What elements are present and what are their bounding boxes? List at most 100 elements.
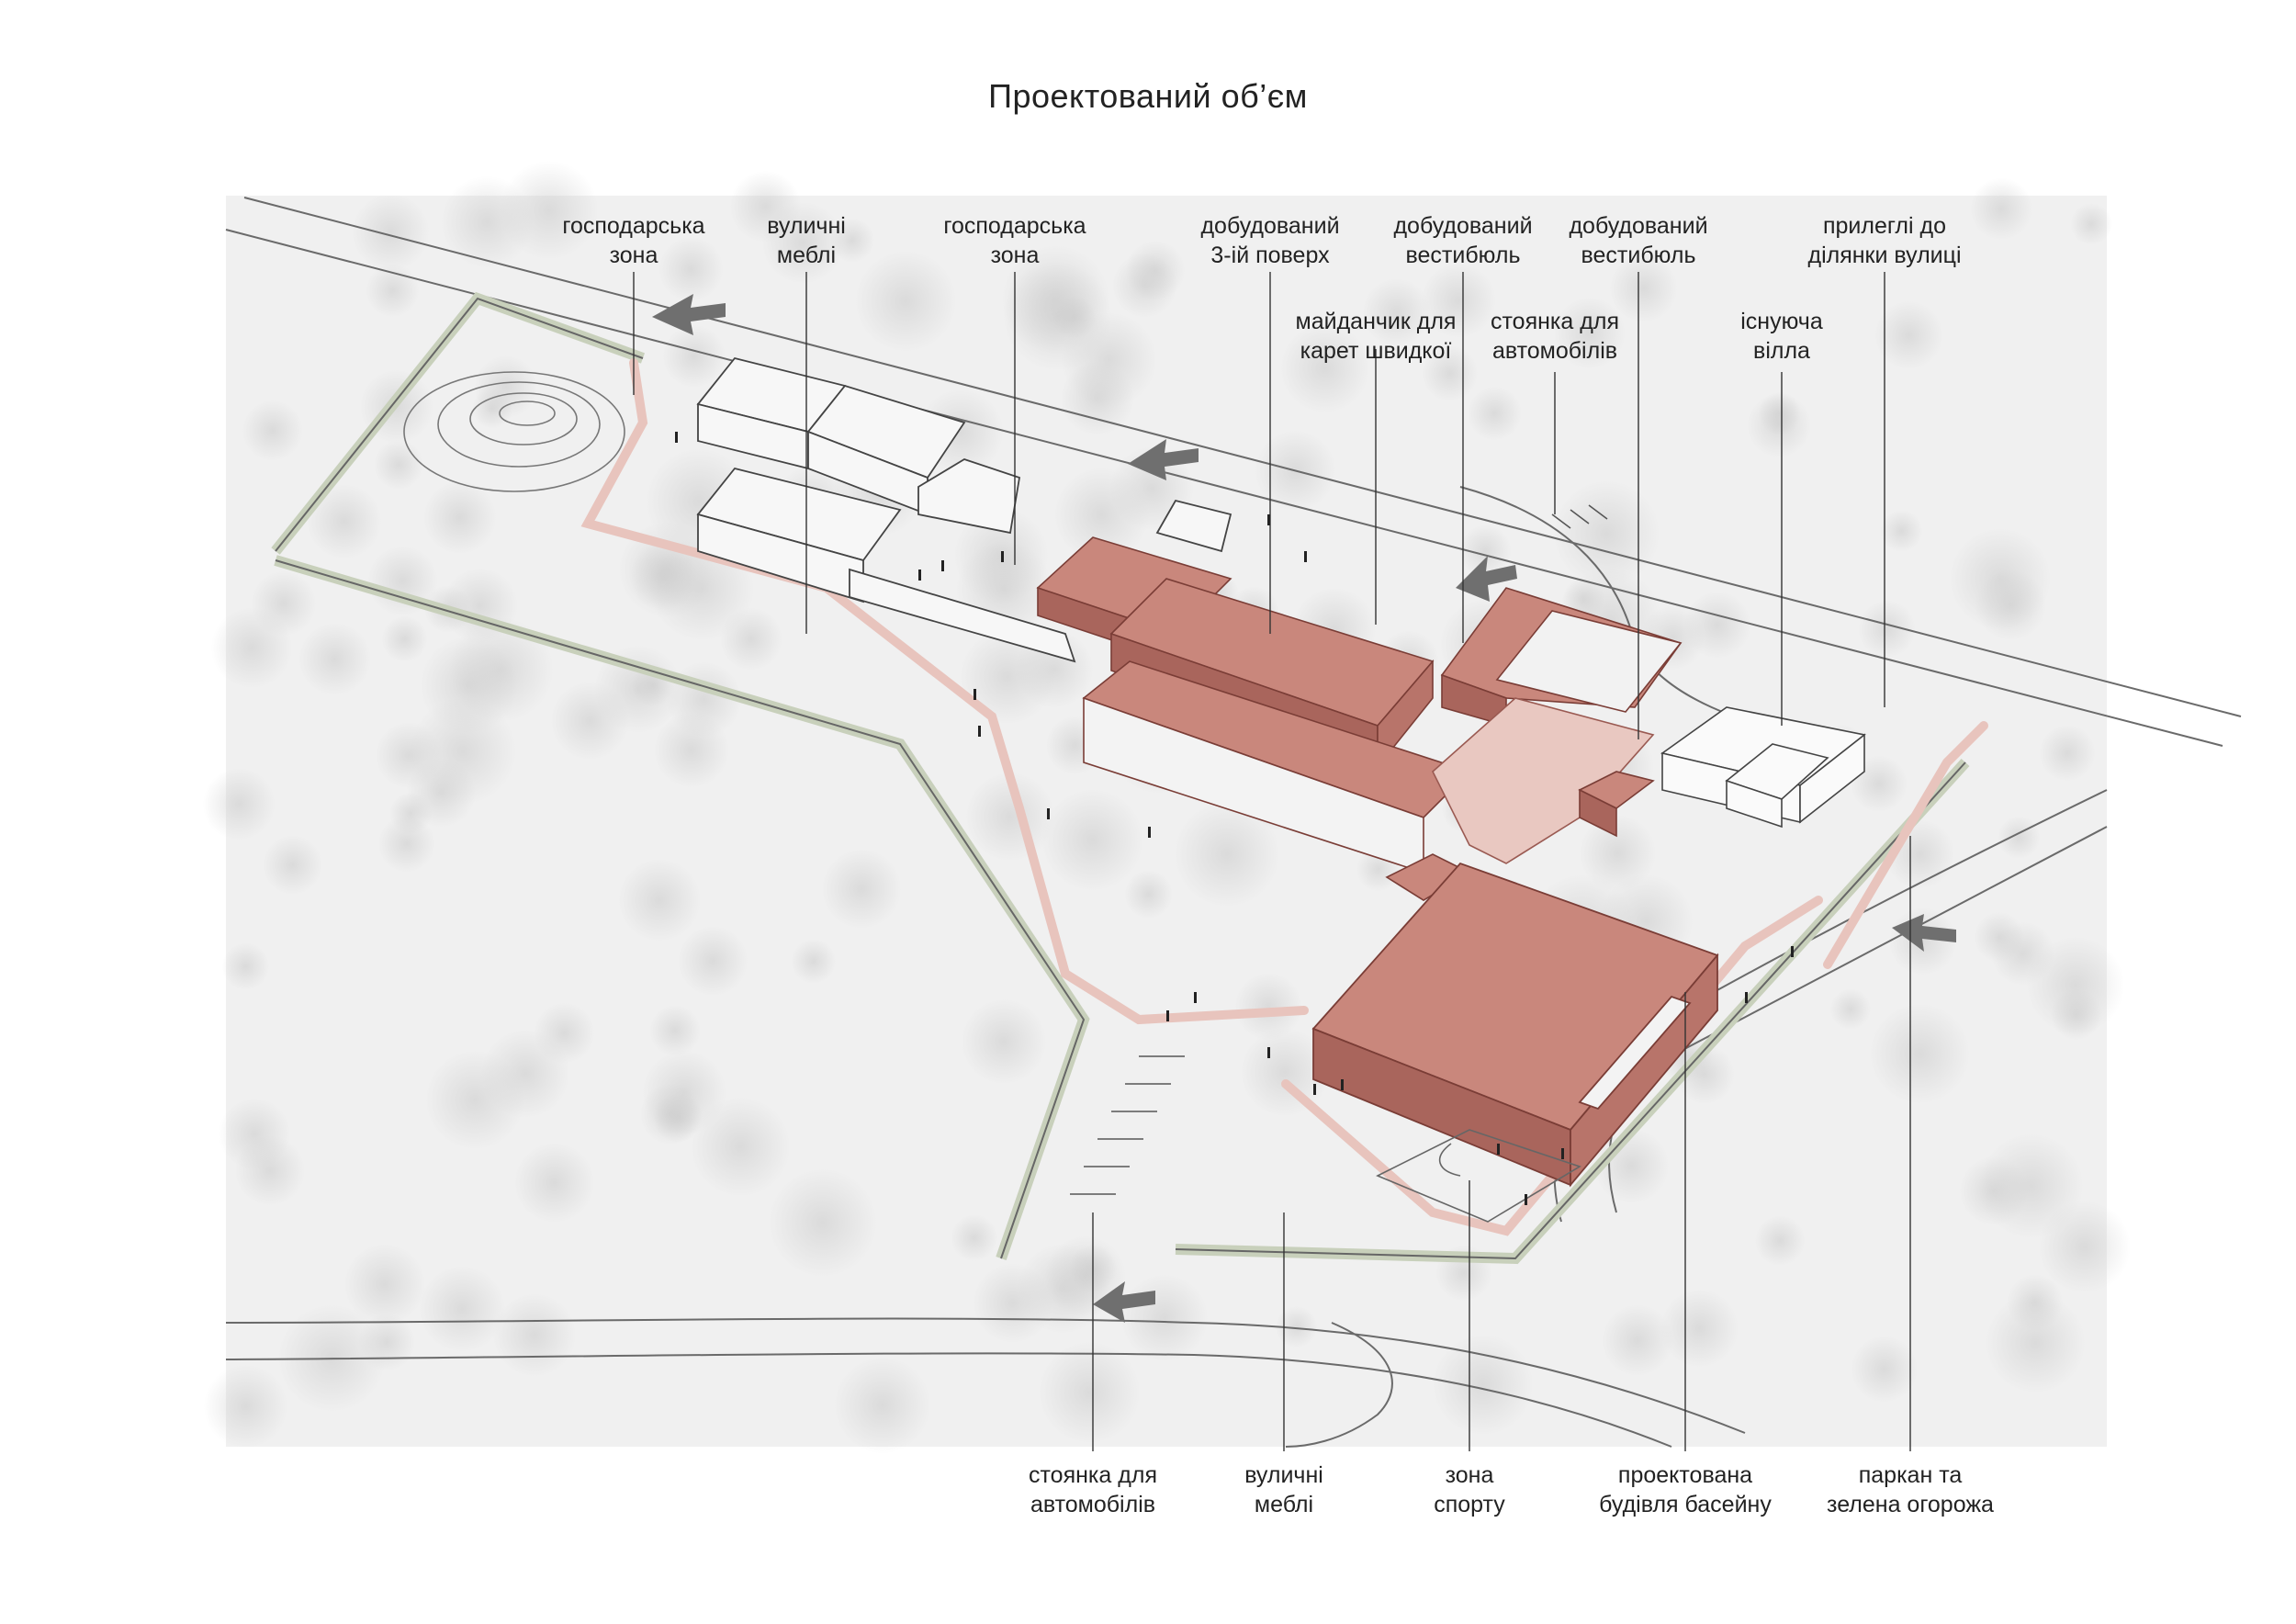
tree-canopy bbox=[1041, 788, 1144, 892]
tree-canopy bbox=[242, 400, 303, 462]
tree-canopy bbox=[474, 355, 538, 419]
tree-canopy bbox=[1857, 600, 1916, 659]
tree-canopy bbox=[690, 1096, 791, 1198]
person-figure bbox=[1166, 1010, 1169, 1021]
tree-canopy bbox=[959, 628, 1055, 725]
tree-canopy bbox=[351, 193, 430, 272]
tree-canopy bbox=[298, 622, 372, 696]
tree-canopy bbox=[829, 218, 875, 263]
tree-canopy bbox=[1038, 1341, 1141, 1444]
tree-canopy bbox=[389, 792, 433, 835]
tree-canopy bbox=[1747, 393, 1812, 458]
tree-canopy bbox=[1683, 591, 1751, 660]
tree-canopy bbox=[1948, 527, 2052, 630]
tree-canopy bbox=[1120, 1274, 1209, 1362]
tree-canopy bbox=[1362, 278, 1431, 347]
tree-canopy bbox=[418, 1265, 506, 1353]
tree-canopy bbox=[1609, 254, 1678, 323]
tree-canopy bbox=[1997, 816, 2041, 860]
tree-canopy bbox=[1467, 386, 1522, 441]
tree-canopy bbox=[1880, 510, 1923, 552]
existing-buildings bbox=[696, 356, 1232, 663]
tree-canopy bbox=[1422, 345, 1479, 402]
tree-canopy bbox=[961, 998, 1047, 1085]
tree-canopy bbox=[262, 835, 323, 896]
tree-canopy bbox=[2070, 203, 2113, 245]
person-figure bbox=[1047, 808, 1050, 819]
tree-canopy bbox=[424, 1050, 525, 1150]
person-figure bbox=[1791, 946, 1794, 957]
tree-canopy bbox=[2006, 1274, 2064, 1331]
tree-canopy bbox=[373, 439, 424, 491]
landscape-mound bbox=[403, 371, 625, 492]
tree-canopy bbox=[1829, 988, 1872, 1030]
tree-canopy bbox=[729, 170, 802, 243]
tree-canopy bbox=[641, 1050, 727, 1135]
tree-canopy bbox=[1851, 1336, 1918, 1404]
tree-canopy bbox=[1552, 479, 1660, 588]
proposed-main-building bbox=[1036, 536, 1683, 901]
page-title: Проектований об’єм bbox=[988, 77, 1308, 115]
entry-arrows bbox=[652, 294, 1956, 1323]
person-figure bbox=[675, 432, 678, 443]
roads bbox=[225, 197, 2242, 1448]
tree-canopy bbox=[381, 615, 428, 662]
tree-canopy bbox=[1553, 297, 1626, 369]
person-figure bbox=[1267, 514, 1270, 525]
tree-canopy bbox=[662, 324, 726, 389]
parking-stripes bbox=[1070, 504, 1608, 1195]
tree-canopy bbox=[1124, 870, 1173, 919]
tree-canopy bbox=[1458, 524, 1512, 578]
tree-canopy bbox=[366, 264, 420, 318]
tree-canopy bbox=[833, 1356, 931, 1454]
tree-canopy bbox=[2039, 725, 2096, 782]
tree-canopy bbox=[1275, 1306, 1318, 1348]
tree-canopy bbox=[534, 1002, 595, 1065]
tree-canopy bbox=[1174, 801, 1280, 908]
tree-canopy bbox=[1001, 244, 1110, 354]
tree-canopy bbox=[448, 617, 554, 723]
tree-canopy bbox=[1869, 1003, 1971, 1105]
tree-canopy bbox=[1974, 911, 2025, 963]
tree-canopy bbox=[854, 250, 957, 353]
tree-canopy bbox=[658, 236, 724, 302]
person-figure bbox=[1745, 992, 1748, 1003]
tree-canopy bbox=[1970, 177, 2032, 241]
tree-canopy bbox=[821, 849, 902, 930]
person-figure bbox=[918, 570, 921, 581]
proposed-pool-building bbox=[1311, 862, 1719, 1188]
tree-canopy bbox=[2050, 988, 2102, 1041]
tree-canopy bbox=[1053, 467, 1149, 563]
person-figure bbox=[978, 726, 981, 737]
tree-canopy bbox=[1977, 1133, 2084, 1239]
tree-canopy bbox=[221, 942, 270, 990]
person-figure bbox=[1313, 1084, 1316, 1095]
person-figure bbox=[1267, 1047, 1270, 1058]
tree-canopy bbox=[1660, 1289, 1739, 1368]
people-figures bbox=[675, 432, 1794, 1205]
tree-canopy bbox=[1111, 253, 1177, 319]
person-figure bbox=[1001, 551, 1004, 562]
pedestrian-paths bbox=[580, 358, 1988, 1236]
tree-canopy bbox=[951, 1214, 998, 1262]
background-trees bbox=[202, 161, 2131, 1454]
tree-canopy bbox=[1579, 814, 1657, 892]
tree-canopy bbox=[1432, 1334, 1534, 1436]
tree-canopy bbox=[357, 1314, 415, 1371]
tree-canopy bbox=[1240, 1028, 1330, 1117]
tree-canopy bbox=[617, 858, 702, 942]
tree-canopy bbox=[492, 1293, 577, 1378]
tree-canopy bbox=[306, 483, 382, 559]
person-figure bbox=[1304, 551, 1307, 562]
